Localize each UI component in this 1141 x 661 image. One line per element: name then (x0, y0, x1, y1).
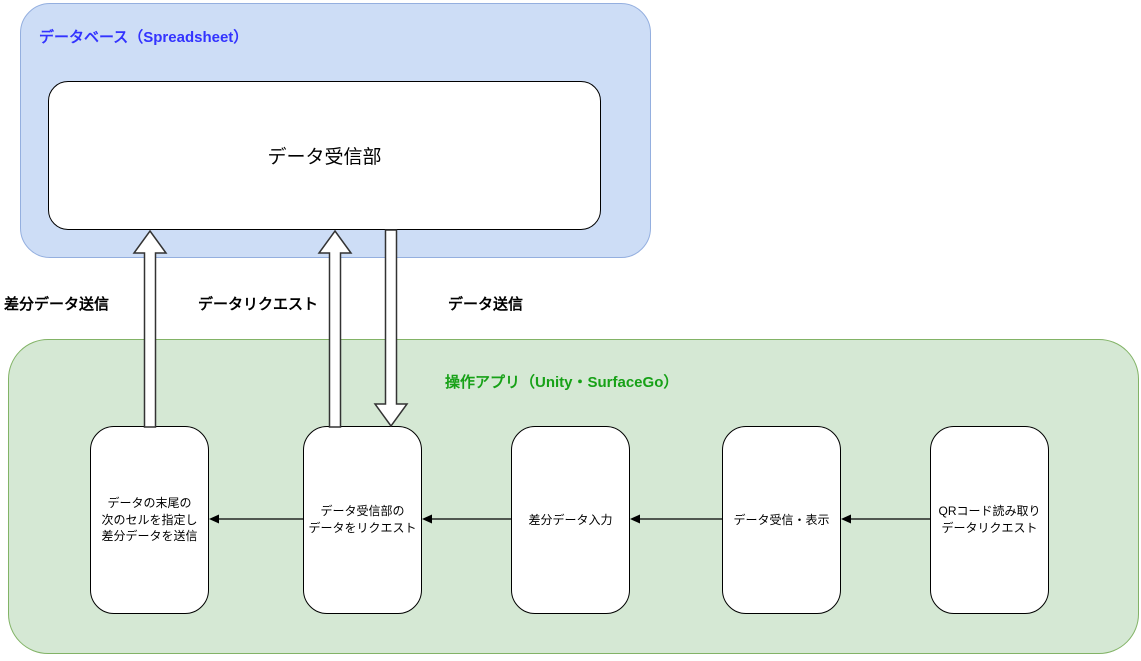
data-receiver-node-label: データ受信部 (267, 147, 382, 168)
node-label: データ受信・表示 (733, 512, 830, 527)
flow-label-data-send: データ送信 (448, 296, 524, 313)
node-qr-read-data-request[interactable]: QRコード読み取り データリクエスト (930, 426, 1049, 614)
database-group-title: データベース（Spreadsheet） (39, 29, 249, 46)
node-specify-next-cell-send-diff[interactable]: データの末尾の 次のセルを指定し 差分データを送信 (90, 426, 209, 614)
flow-label-diff-data-send: 差分データ送信 (4, 296, 110, 313)
node-label: QRコード読み取り データリクエスト (938, 504, 1041, 535)
node-request-receiver-data[interactable]: データ受信部の データをリクエスト (303, 426, 422, 614)
node-label: データの末尾の 次のセルを指定し 差分データを送信 (101, 495, 198, 544)
data-receiver-node[interactable]: データ受信部 (48, 81, 601, 230)
node-data-receive-display[interactable]: データ受信・表示 (722, 426, 841, 614)
flow-label-data-request: データリクエスト (198, 296, 319, 313)
app-group-title: 操作アプリ（Unity・SurfaceGo） (445, 374, 679, 391)
node-label: データ受信部の データをリクエスト (308, 504, 417, 535)
node-diff-data-input[interactable]: 差分データ入力 (511, 426, 630, 614)
node-label: 差分データ入力 (528, 512, 613, 527)
